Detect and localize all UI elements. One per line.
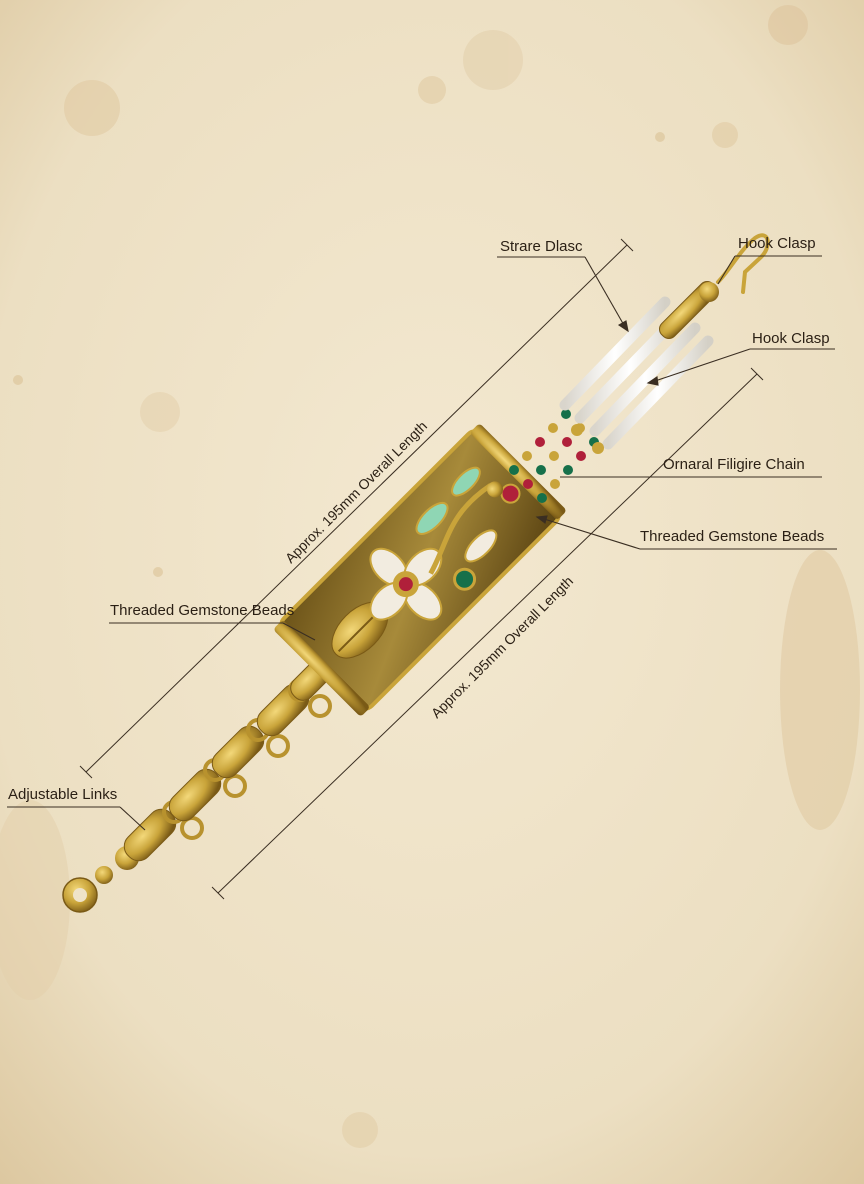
label-hook-clasp-mid: Hook Clasp xyxy=(752,330,830,347)
label-threaded-beads-left: Threaded Gemstone Beads xyxy=(110,602,295,619)
hook xyxy=(716,233,770,294)
lobster-clasp xyxy=(62,846,139,913)
end-bead xyxy=(699,282,719,302)
callout-lines xyxy=(7,255,837,831)
label-hook-clasp-top: Hook Clasp xyxy=(738,235,816,252)
floral-center-plate xyxy=(274,424,566,716)
label-strare-dlasc: Strare Dlasc xyxy=(500,238,583,255)
dimension-line-upper xyxy=(79,238,634,779)
label-adjustable-links: Adjustable Links xyxy=(8,786,118,803)
paper-stains xyxy=(0,5,860,1148)
label-ornaral-filigree-chain: Ornaral Filigire Chain xyxy=(663,456,805,473)
bracelet xyxy=(62,233,770,913)
label-threaded-beads-right: Threaded Gemstone Beads xyxy=(640,528,825,545)
dimension-line-lower xyxy=(211,367,764,900)
